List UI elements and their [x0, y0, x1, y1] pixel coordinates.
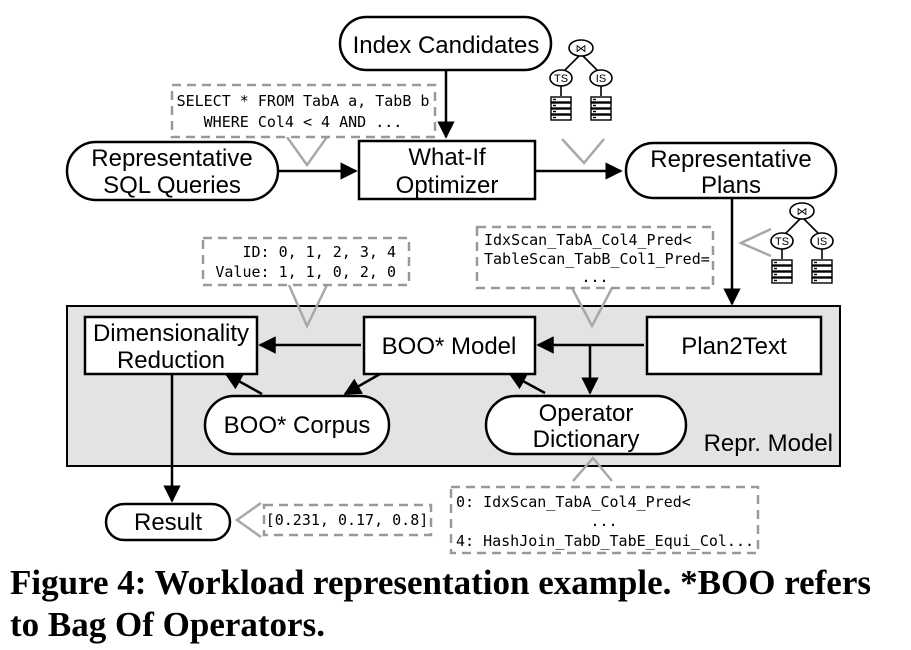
whatif-node [357, 139, 537, 201]
sql-callout [285, 136, 329, 168]
op-dict-node [484, 394, 688, 456]
repr-model-label: Repr. Model [704, 430, 833, 457]
ops-snippet-line-2: TableScan_TabB_Col1_Pred= [484, 250, 710, 268]
op-dict-label-1: Operator [539, 400, 634, 427]
dim-red-node [83, 315, 259, 376]
svg-text:IS: IS [817, 236, 827, 248]
svg-text:⋈: ⋈ [576, 43, 587, 55]
svg-text:IS: IS [596, 73, 606, 85]
svg-text:TS: TS [554, 73, 568, 85]
dict-snippet-line-1: 0: IdxScan_TabA_Col4_Pred< [456, 493, 691, 511]
whatif-label-1: What-If [408, 144, 486, 171]
op-dict-label-2: Dictionary [533, 426, 640, 453]
edge-corpus-to-dim-red [224, 372, 263, 396]
vector-callout [234, 501, 262, 539]
boo-model-node [362, 315, 537, 376]
plan-tree-icon-right: ⋈ TS IS [770, 202, 834, 284]
ids-snippet-line-1: ID: 0, 1, 2, 3, 4 [242, 243, 396, 261]
result-node [104, 502, 232, 542]
index-candidates-node [338, 15, 553, 72]
rep-sql-label-2: SQL Queries [103, 172, 241, 199]
rep-plans-node [624, 141, 838, 200]
dim-red-label-1: Dimensionality [93, 320, 249, 347]
ops-snippet-box [475, 225, 715, 290]
dict-snippet-line-3: 4: HashJoin_TabD_TabE_Equi_Col... [456, 532, 754, 550]
rep-plans-label-2: Plans [701, 172, 761, 199]
ops-snippet-line-3: ... [581, 268, 608, 286]
rep-sql-node [65, 140, 280, 202]
plan2text-label: Plan2Text [681, 333, 787, 360]
ids-snippet-line-2: Value: 1, 1, 0, 2, 0 [215, 263, 396, 281]
boo-corpus-label: BOO* Corpus [224, 412, 371, 439]
boo-corpus-node [203, 394, 391, 456]
dim-red-label-2: Reduction [117, 347, 225, 374]
svg-text:TS: TS [775, 236, 789, 248]
ops-snippet-line-1: IdxScan_TabA_Col4_Pred< [484, 231, 692, 249]
edge-boo-model-to-corpus [343, 372, 381, 396]
plan-tree-icon-top: ⋈ TS IS [549, 39, 613, 121]
boo-model-label: BOO* Model [382, 333, 517, 360]
edge-dict-to-boo-model [508, 372, 546, 395]
plan2text-node [645, 315, 823, 376]
dict-snippet-box [449, 485, 760, 555]
vector-snippet-box [262, 503, 433, 537]
ops-callout [570, 287, 614, 329]
sql-snippet-box [170, 83, 437, 139]
dict-callout [572, 456, 613, 482]
ids-snippet-box [201, 236, 411, 287]
svg-text:⋈: ⋈ [797, 206, 808, 218]
figure-caption: Figure 4: Workload representation exampl… [10, 563, 871, 644]
result-label: Result [134, 509, 202, 536]
dict-snippet-line-2: ... [590, 512, 617, 530]
vector-snippet-text: [0.231, 0.17, 0.8] [266, 511, 429, 529]
whatif-label-2: Optimizer [396, 172, 499, 199]
sql-snippet-line-1: SELECT * FROM TabA a, TabB b [177, 92, 430, 110]
plans-callout [561, 138, 605, 165]
sql-snippet-line-2: WHERE Col4 < 4 AND ... [204, 113, 403, 131]
rep-sql-label-1: Representative [91, 145, 252, 172]
index-candidates-label: Index Candidates [353, 32, 540, 59]
plan-tree-callout [737, 227, 772, 258]
ids-callout [287, 284, 329, 329]
rep-plans-label-1: Representative [650, 146, 811, 173]
